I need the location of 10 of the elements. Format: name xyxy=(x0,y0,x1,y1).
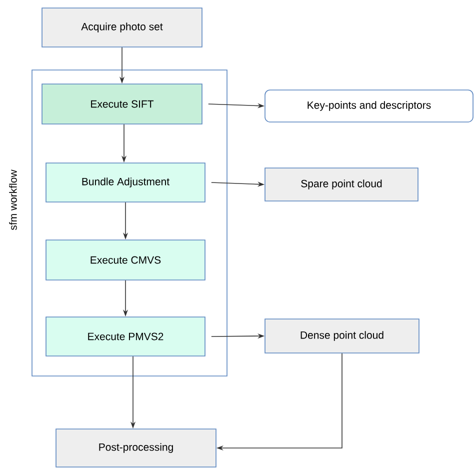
output-box: Dense point cloud xyxy=(264,318,420,354)
output-box: Spare point cloud xyxy=(264,168,418,202)
output-box: Key-points and descriptors xyxy=(264,90,474,122)
process-box: Bundle Adjustment xyxy=(46,162,206,202)
group-label: sfm workflow xyxy=(9,170,17,230)
process-box: Post-processing xyxy=(56,428,216,468)
process-box: Acquire photo set xyxy=(42,8,202,48)
process-box: Execute PMVS2 xyxy=(46,316,206,356)
process-box: Execute SIFT xyxy=(42,84,202,124)
process-box: Execute CMVS xyxy=(46,240,206,280)
